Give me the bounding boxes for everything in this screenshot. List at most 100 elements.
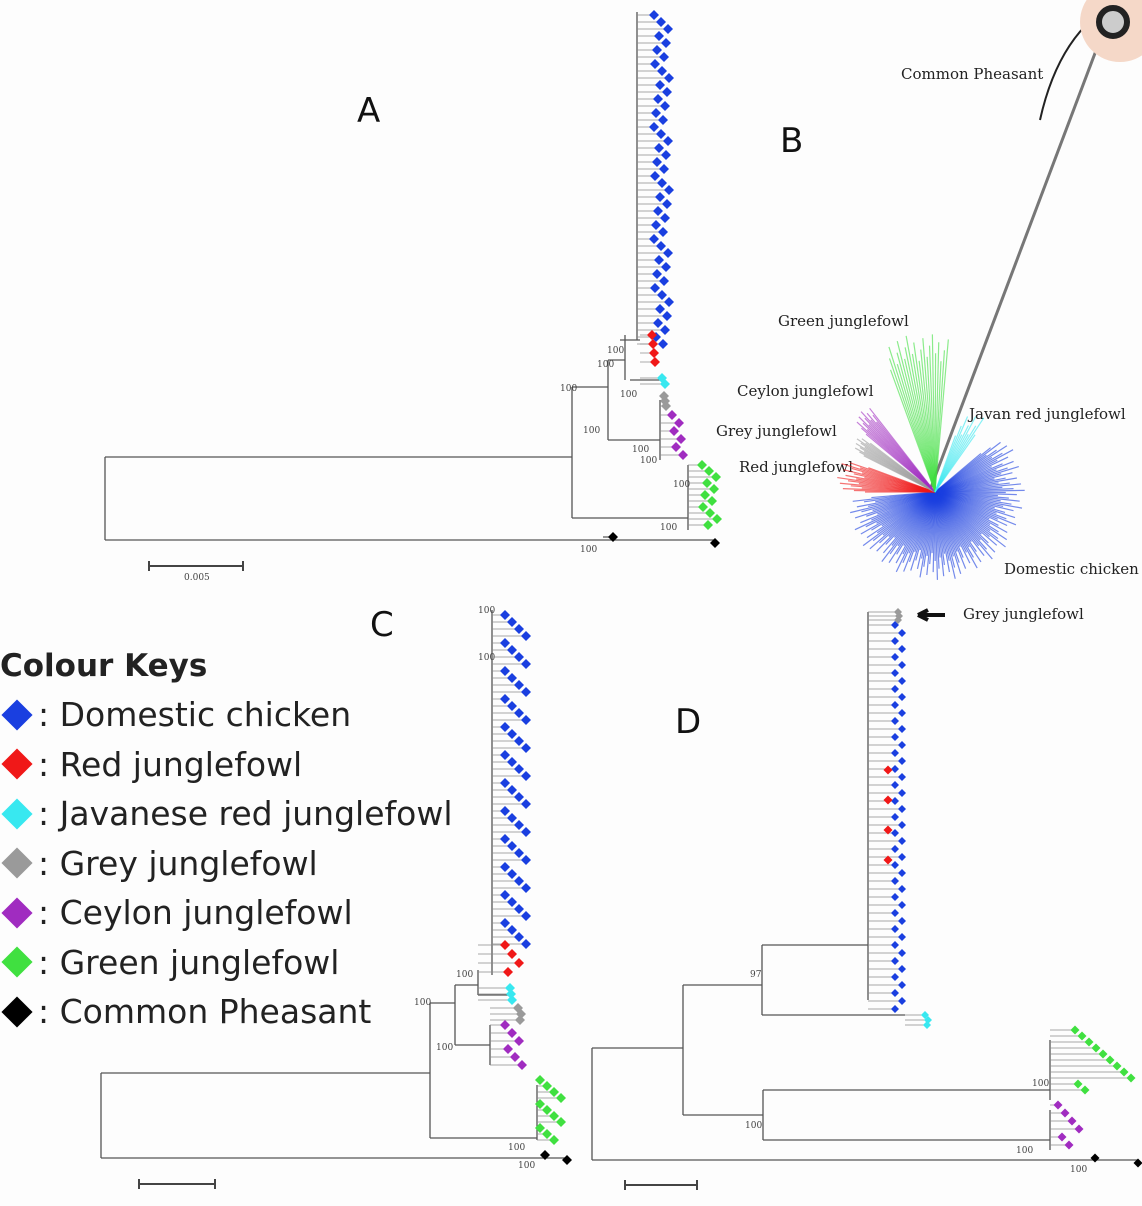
taxon-marker bbox=[514, 708, 524, 718]
taxon-marker bbox=[1091, 1043, 1101, 1053]
taxon-marker bbox=[514, 736, 524, 746]
taxon-marker bbox=[898, 805, 906, 813]
taxon-marker bbox=[1084, 1037, 1094, 1047]
taxon-marker bbox=[656, 17, 666, 27]
taxon-marker bbox=[661, 150, 671, 160]
taxon-marker bbox=[891, 669, 899, 677]
taxon-marker bbox=[500, 806, 510, 816]
taxon-marker bbox=[507, 729, 517, 739]
bootstrap-label: 100 bbox=[518, 1161, 535, 1171]
taxon-marker bbox=[659, 276, 669, 286]
taxon-marker bbox=[658, 115, 668, 125]
taxon-marker bbox=[500, 610, 510, 620]
bootstrap-label: 100 bbox=[607, 346, 624, 356]
taxon-marker bbox=[710, 538, 720, 548]
taxon-marker bbox=[500, 834, 510, 844]
taxon-marker bbox=[898, 869, 906, 877]
taxon-marker bbox=[542, 1105, 552, 1115]
taxon-marker bbox=[891, 989, 899, 997]
scale-bar-c bbox=[138, 1179, 216, 1189]
taxon-marker bbox=[891, 637, 899, 645]
taxon-marker bbox=[500, 666, 510, 676]
radial-branch-javanese bbox=[934, 434, 976, 493]
taxon-marker bbox=[514, 764, 524, 774]
legend-label: : Grey junglefowl bbox=[38, 843, 318, 883]
taxon-marker bbox=[507, 925, 517, 935]
taxon-marker bbox=[671, 442, 681, 452]
taxon-marker bbox=[650, 171, 660, 181]
taxon-marker bbox=[660, 213, 670, 223]
taxon-marker bbox=[661, 262, 671, 272]
scale-bar-a bbox=[148, 561, 244, 571]
taxon-marker bbox=[500, 694, 510, 704]
radial-branch-ceylon bbox=[869, 407, 936, 493]
bootstrap-label: 100 bbox=[456, 970, 473, 980]
taxon-marker bbox=[540, 1150, 550, 1160]
taxon-marker bbox=[898, 757, 906, 765]
legend-label: : Green junglefowl bbox=[38, 942, 340, 982]
diamond-icon bbox=[1, 897, 33, 929]
taxon-marker bbox=[514, 932, 524, 942]
taxon-marker bbox=[654, 31, 664, 41]
taxon-marker bbox=[521, 771, 531, 781]
legend-label: : Domestic chicken bbox=[38, 695, 352, 735]
taxon-marker bbox=[542, 1081, 552, 1091]
pheasant-long-branch bbox=[928, 39, 1102, 491]
taxon-marker bbox=[1074, 1124, 1084, 1134]
taxon-marker bbox=[521, 911, 531, 921]
taxon-marker bbox=[653, 94, 663, 104]
taxon-marker bbox=[649, 348, 659, 358]
taxon-marker bbox=[898, 629, 906, 637]
legend-item-ceylon: : Ceylon junglefowl bbox=[0, 888, 452, 938]
taxon-marker bbox=[500, 1020, 510, 1030]
diamond-icon bbox=[1, 847, 33, 879]
taxon-marker bbox=[663, 248, 673, 258]
legend-label: : Red junglefowl bbox=[38, 744, 303, 784]
taxon-marker bbox=[521, 883, 531, 893]
taxon-marker bbox=[883, 825, 893, 835]
taxon-marker bbox=[652, 157, 662, 167]
taxon-marker bbox=[705, 508, 715, 518]
taxon-marker bbox=[503, 967, 513, 977]
taxon-marker bbox=[662, 87, 672, 97]
taxon-marker bbox=[891, 621, 899, 629]
taxon-marker bbox=[507, 617, 517, 627]
taxon-marker bbox=[1053, 1100, 1063, 1110]
tree-d: 97 100 100 100 100 Grey junglefowl bbox=[591, 605, 1138, 1190]
taxon-marker bbox=[514, 1036, 524, 1046]
taxon-marker bbox=[1112, 1061, 1122, 1071]
taxon-marker bbox=[891, 877, 899, 885]
taxon-marker bbox=[1133, 1158, 1142, 1168]
taxon-marker bbox=[651, 220, 661, 230]
bootstrap-label: 97 bbox=[750, 970, 762, 980]
taxon-marker bbox=[898, 693, 906, 701]
taxon-marker bbox=[891, 893, 899, 901]
taxon-marker bbox=[650, 283, 660, 293]
legend-label: : Common Pheasant bbox=[38, 992, 372, 1032]
diamond-icon bbox=[1, 798, 33, 830]
taxon-marker bbox=[657, 66, 667, 76]
tree-a: 100 100 100 100 100 100 100 100 100 100 … bbox=[104, 12, 715, 583]
taxon-marker bbox=[898, 709, 906, 717]
taxon-marker bbox=[556, 1093, 566, 1103]
taxon-marker bbox=[707, 496, 717, 506]
taxon-marker bbox=[883, 855, 893, 865]
taxon-marker bbox=[891, 813, 899, 821]
taxon-marker bbox=[698, 502, 708, 512]
panel-label-a: A bbox=[357, 91, 380, 131]
taxon-markers bbox=[478, 10, 1142, 1168]
taxon-marker bbox=[507, 701, 517, 711]
bootstrap-label: 100 bbox=[1016, 1146, 1033, 1156]
taxon-marker bbox=[556, 1117, 566, 1127]
taxon-marker bbox=[507, 1028, 517, 1038]
taxon-marker bbox=[891, 717, 899, 725]
taxon-marker bbox=[898, 837, 906, 845]
tree-d-branches bbox=[591, 612, 1138, 1161]
taxon-marker bbox=[500, 638, 510, 648]
taxon-marker bbox=[514, 848, 524, 858]
taxon-marker bbox=[657, 178, 667, 188]
taxon-marker bbox=[549, 1111, 559, 1121]
legend-item-javanese: : Javanese red junglefowl bbox=[0, 789, 452, 839]
taxon-marker bbox=[664, 297, 674, 307]
